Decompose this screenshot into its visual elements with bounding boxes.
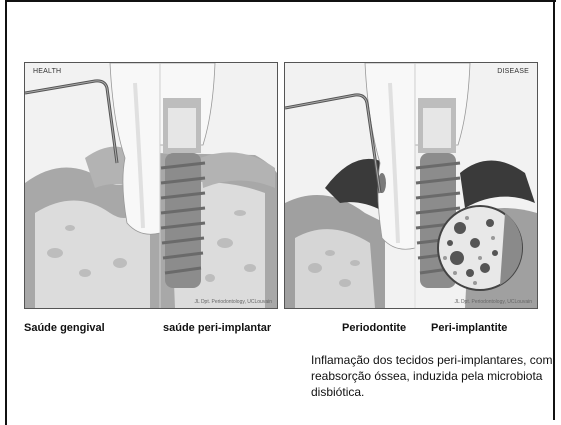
disease-credit: JL Dpt. Periodontology, UCLouvain: [454, 299, 532, 305]
slide-frame-top: [5, 0, 556, 2]
caption-saude-gengival: Saúde gengival: [24, 322, 105, 334]
implant-threads: [161, 153, 205, 288]
disease-illustration: [285, 63, 537, 308]
disease-illustration-panel: DISEASE JL Dpt. Periodontology, UCLouvai…: [284, 62, 538, 309]
health-illustration: [25, 63, 277, 308]
slide-frame-left: [5, 0, 7, 425]
peri-implantitis-description: Inflamação dos tecidos peri-implantares,…: [311, 352, 555, 400]
caption-periodontite: Periodontite: [342, 322, 406, 334]
biofilm-magnifier: [438, 206, 522, 290]
caption-saude-peri-implantar: saúde peri-implantar: [163, 322, 271, 334]
health-credit: JL Dpt. Periodontology, UCLouvain: [194, 299, 272, 305]
health-label: HEALTH: [33, 68, 61, 75]
health-illustration-panel: HEALTH JL Dpt. Periodontology, UCLouvain: [24, 62, 278, 309]
disease-label: DISEASE: [497, 68, 529, 75]
caption-peri-implantite: Peri-implantite: [431, 322, 507, 334]
